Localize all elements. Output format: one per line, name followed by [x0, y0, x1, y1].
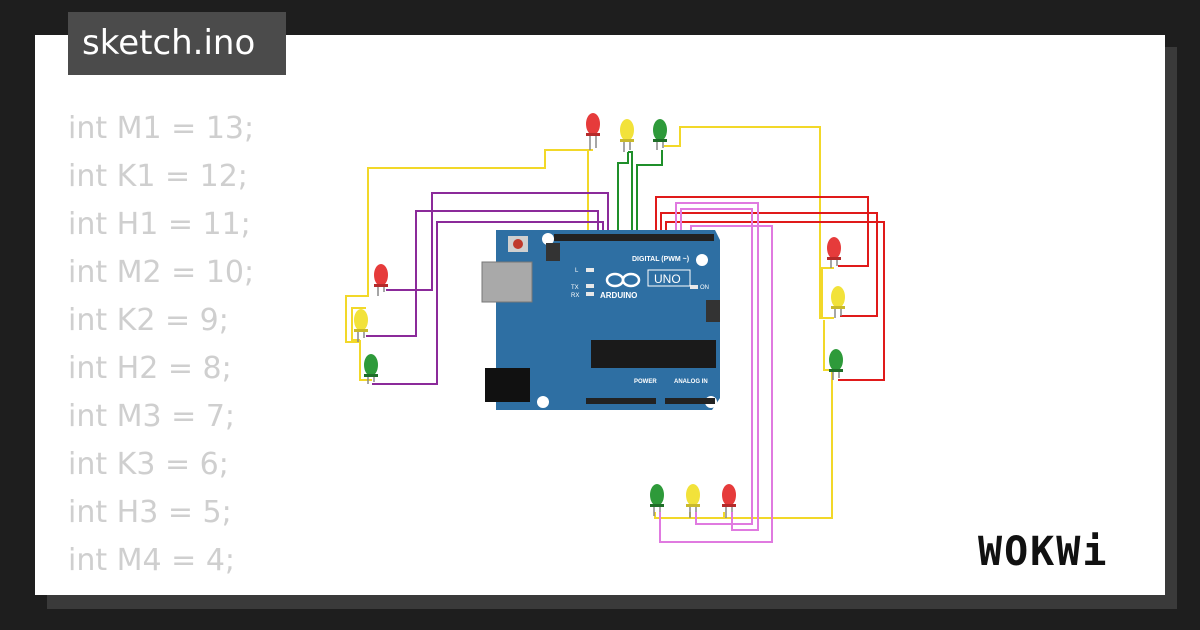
icsp-header: [546, 243, 560, 261]
code-line: int M4 = 4;: [68, 543, 236, 578]
led-yellow-top[interactable]: [620, 119, 634, 152]
led-green-top[interactable]: [653, 119, 667, 150]
code-line: int M2 = 10;: [68, 255, 255, 290]
icsp-header: [706, 300, 720, 322]
wires: [345, 126, 885, 543]
code-line: int K4 = 3;: [68, 585, 254, 595]
wire-red: [660, 212, 878, 317]
code-line: int K2 = 9;: [68, 303, 229, 338]
wire-red: [665, 221, 885, 381]
led-green-left[interactable]: [364, 354, 378, 384]
brand-label: ARDUINO: [600, 291, 637, 300]
power-jack: [485, 368, 530, 402]
wokwi-logo[interactable]: WOKWi: [978, 527, 1148, 577]
mounting-hole: [696, 254, 708, 266]
label-rx: RX: [571, 293, 579, 299]
label-tx: TX: [571, 285, 579, 291]
circuit-diagram: L TX RX ON DIGITAL (PWM ~) ANALOG IN POW…: [345, 113, 885, 543]
digital-header: [554, 234, 714, 241]
arduino-uno-board[interactable]: L TX RX ON DIGITAL (PWM ~) ANALOG IN POW…: [481, 230, 720, 410]
code-line: int H1 = 11;: [68, 207, 251, 242]
mounting-hole: [537, 396, 549, 408]
code-line: int K1 = 12;: [68, 159, 248, 194]
usb-port: [481, 261, 533, 303]
preview-card: int M1 = 13; int K1 = 12; int H1 = 11; i…: [35, 35, 1165, 595]
code-line: int H2 = 8;: [68, 351, 232, 386]
analog-header: [665, 398, 715, 404]
wire-yellow: [351, 307, 366, 341]
wire-yellow: [587, 149, 593, 236]
label-on: ON: [700, 285, 709, 291]
led-group-right: [827, 237, 845, 380]
led-green-bottom[interactable]: [650, 484, 664, 516]
led-yellow-left[interactable]: [354, 309, 368, 342]
code-listing: int M1 = 13; int K1 = 12; int H1 = 11; i…: [68, 105, 254, 595]
led-red-bottom[interactable]: [722, 484, 736, 518]
led-group-top: [586, 113, 667, 152]
wire-purple: [366, 210, 599, 337]
code-line: int K3 = 6;: [68, 447, 229, 482]
led-red-left[interactable]: [374, 264, 388, 296]
code-line: int H3 = 5;: [68, 495, 232, 530]
led-yellow-right[interactable]: [831, 286, 845, 318]
mounting-hole: [542, 233, 554, 245]
sketch-title-tab[interactable]: sketch.ino: [68, 12, 286, 75]
led-red-right[interactable]: [827, 237, 841, 268]
wire-purple: [372, 221, 604, 385]
led-group-bottom: [650, 484, 736, 518]
reset-button-cap[interactable]: [513, 239, 523, 249]
led-on: [690, 285, 698, 289]
wokwi-logo-text: WOKWi: [978, 529, 1109, 575]
label-l: L: [575, 268, 579, 274]
wire-green: [628, 151, 633, 236]
led-green-right[interactable]: [829, 349, 843, 380]
code-line: int M1 = 13;: [68, 111, 255, 146]
wire-green: [617, 152, 629, 236]
logo-loop-right: [621, 272, 641, 288]
wire-pink: [680, 208, 753, 525]
label-digital: DIGITAL (PWM ~): [632, 256, 689, 263]
led-yellow-bottom[interactable]: [686, 484, 700, 518]
label-power: POWER: [634, 379, 657, 385]
wire-red: [655, 196, 869, 267]
led-red-top[interactable]: [586, 113, 600, 150]
led-group-left: [354, 264, 388, 384]
atmega-chip: [591, 340, 716, 368]
led-l: [586, 268, 594, 272]
wire-green: [636, 150, 663, 236]
model-label: UNO: [654, 272, 681, 286]
wire-pink: [659, 225, 773, 543]
code-line: int M3 = 7;: [68, 399, 236, 434]
label-analog: ANALOG IN: [674, 379, 708, 385]
model-box: [647, 269, 691, 287]
arduino-logo-infinity: [605, 272, 641, 288]
led-rx: [586, 292, 594, 296]
wire-yellow: [821, 267, 834, 319]
wire-yellow: [345, 149, 593, 343]
led-tx: [586, 284, 594, 288]
wire-pink: [675, 202, 759, 531]
power-header: [586, 398, 656, 404]
